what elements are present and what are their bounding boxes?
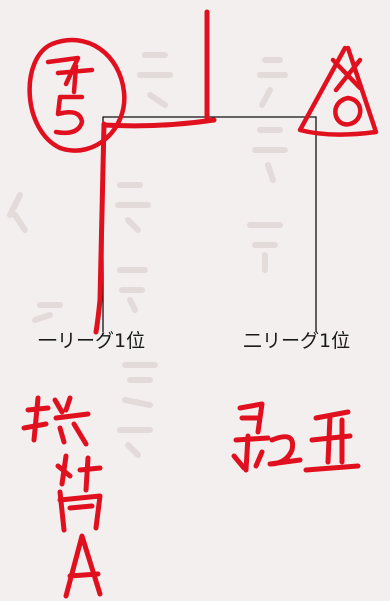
- bracket-label-right: 二リーグ1位: [243, 330, 351, 352]
- score-cross: [330, 57, 363, 93]
- left-team-handwriting: [21, 395, 103, 599]
- score-zero: [333, 95, 363, 127]
- score-digit-bottom: [53, 94, 85, 136]
- right-team-handwriting: [231, 401, 361, 473]
- bracket-right-branch: [208, 116, 317, 332]
- bracket-left-branch: [102, 116, 208, 332]
- score-circle: [27, 37, 127, 153]
- score-digit-top: [45, 55, 95, 95]
- score-triangle: [297, 45, 379, 137]
- faint-print-marks: [7, 52, 288, 458]
- left-score-mark: [27, 37, 127, 153]
- bracket-label-left: 一リーグ1位: [38, 330, 146, 352]
- right-score-mark: [297, 45, 379, 137]
